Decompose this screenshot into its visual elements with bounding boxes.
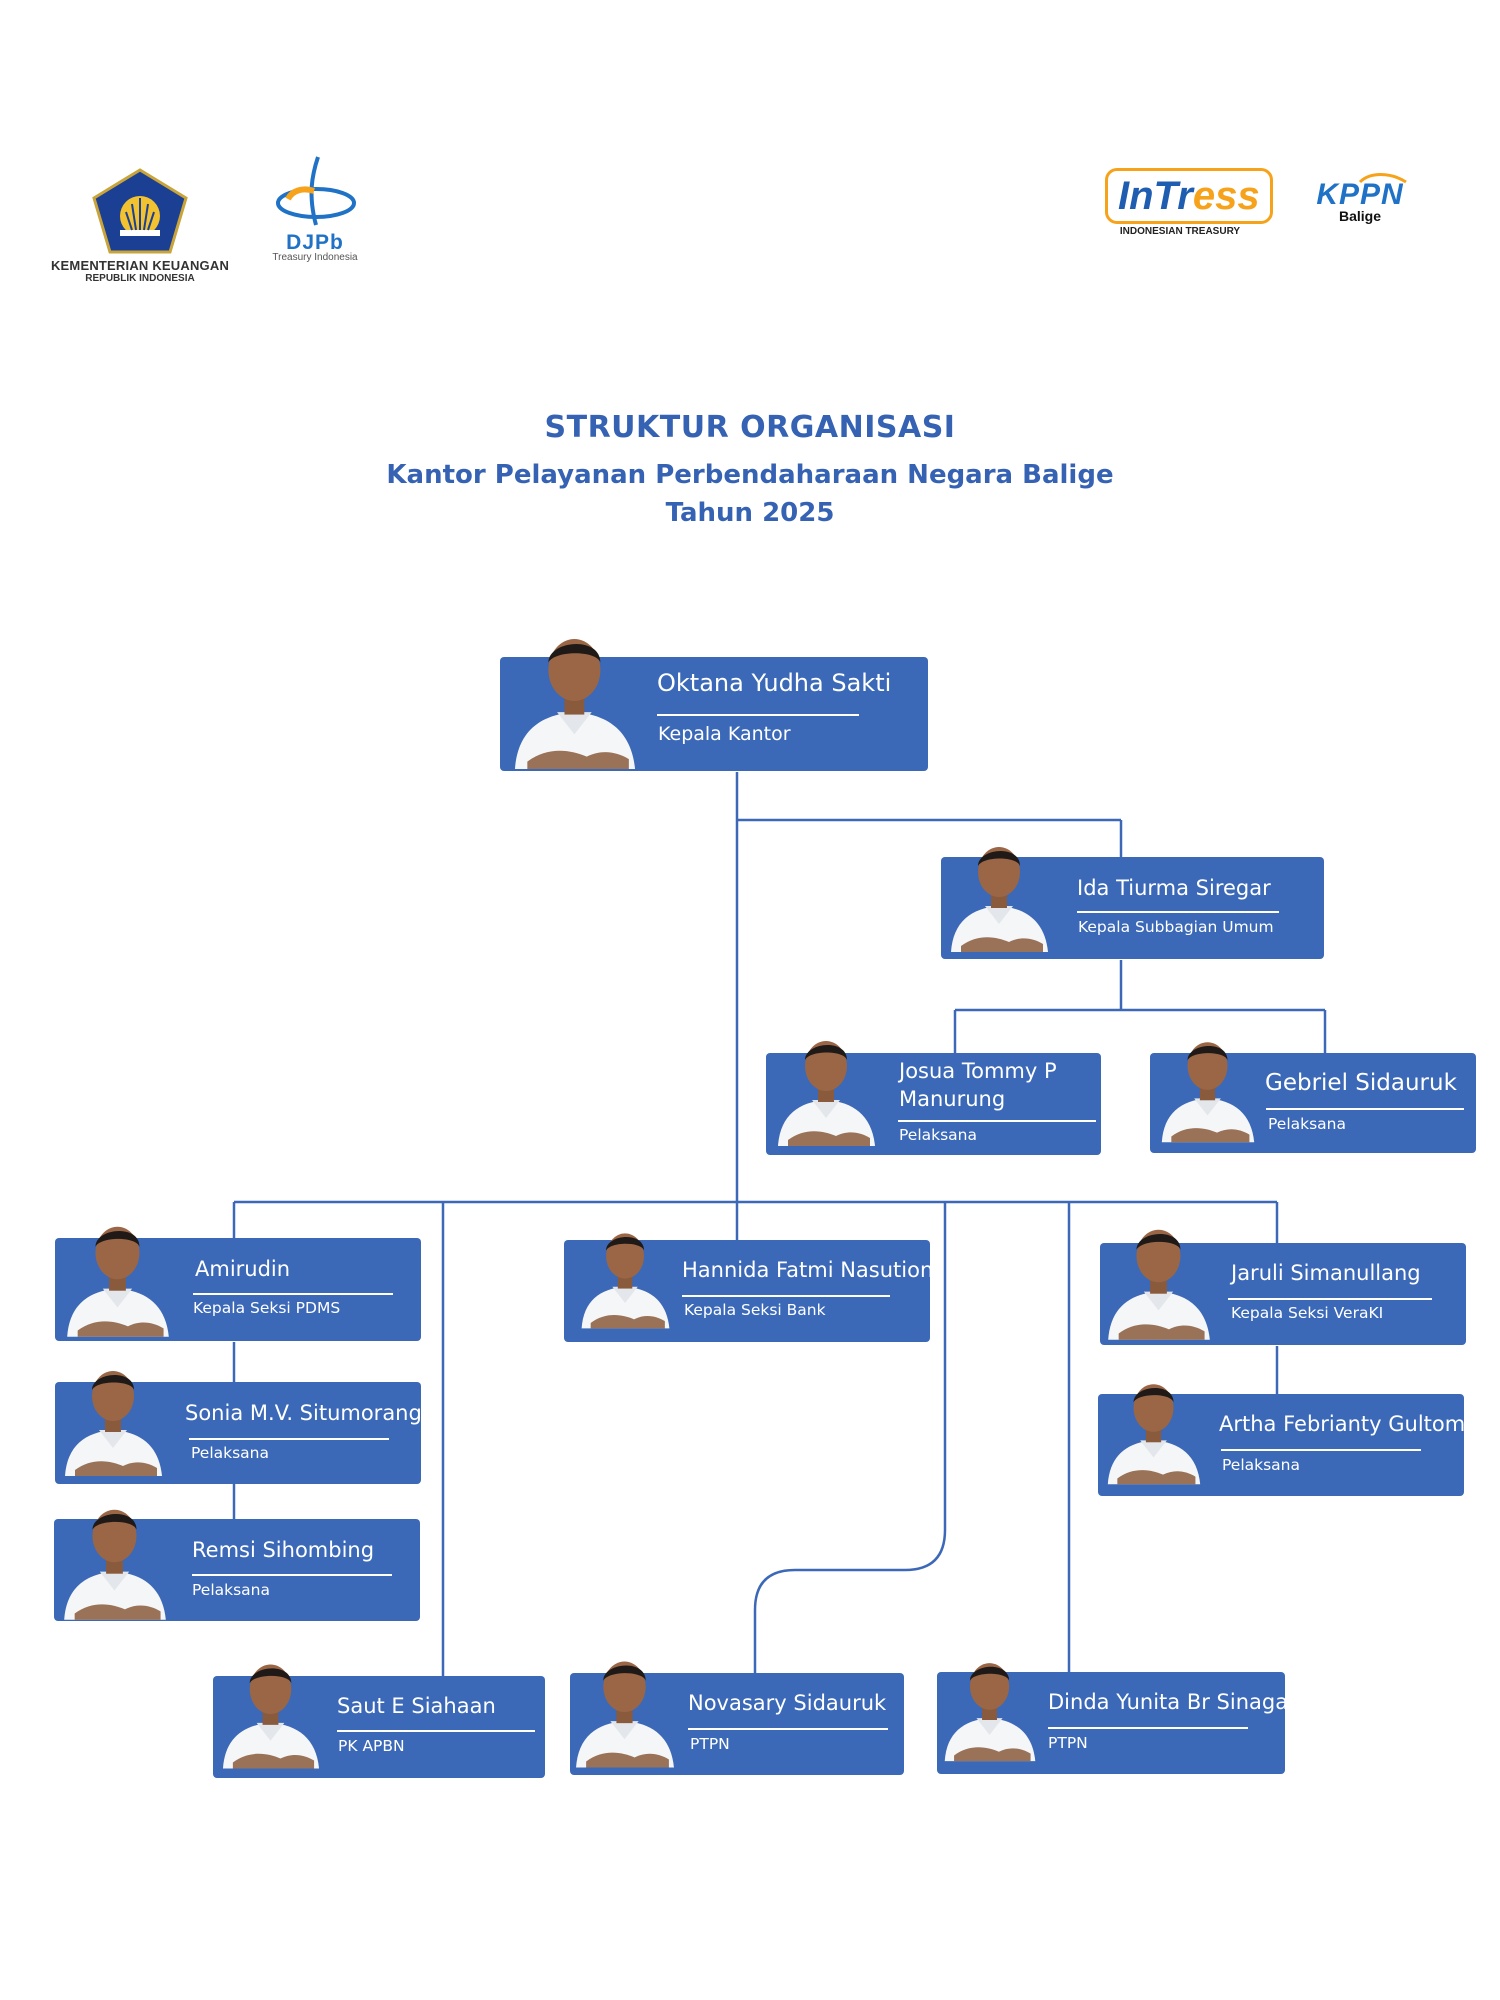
photo-novasary	[572, 1641, 678, 1775]
page-subtitle: Kantor Pelayanan Perbendaharaan Negara B…	[386, 460, 1114, 490]
photo-amirudin	[63, 1209, 173, 1341]
card-kepala-kantor: Oktana Yudha Sakti Kepala Kantor	[500, 657, 928, 771]
divider	[1077, 911, 1279, 913]
name-remsi: Remsi Sihombing	[192, 1538, 375, 1562]
divider	[1266, 1108, 1464, 1110]
intress-word-a: InTr	[1118, 174, 1193, 218]
photo-artha	[1104, 1360, 1204, 1496]
photo-gebriel	[1158, 1019, 1258, 1153]
card-jaruli: Jaruli Simanullang Kepala Seksi VeraKI	[1100, 1243, 1466, 1345]
name-kasubbag-umum: Ida Tiurma Siregar	[1077, 876, 1271, 900]
photo-kasubbag-umum	[947, 827, 1052, 959]
kemenkeu-subname: REPUBLIK INDONESIA	[85, 273, 195, 284]
photo-jaruli	[1104, 1211, 1214, 1345]
divider	[192, 1574, 392, 1576]
name-kepala-kantor: Oktana Yudha Sakti	[657, 669, 892, 697]
page-year: Tahun 2025	[665, 498, 835, 528]
divider	[898, 1120, 1096, 1122]
divider	[657, 714, 859, 716]
card-artha: Artha Febrianty Gultom Pelaksana	[1098, 1394, 1466, 1496]
card-saut: Saut E Siahaan PK APBN	[213, 1676, 545, 1778]
divider	[1221, 1449, 1421, 1451]
name-amirudin: Amirudin	[195, 1257, 291, 1281]
divider	[193, 1293, 393, 1295]
divider	[189, 1438, 389, 1440]
name-hannida: Hannida Fatmi Nasution	[682, 1258, 934, 1282]
role-kepala-kantor: Kepala Kantor	[658, 723, 791, 745]
intress-word-b: ess	[1192, 174, 1260, 218]
djpb-name: DJPb	[286, 231, 344, 254]
name-gebriel: Gebriel Sidauruk	[1265, 1070, 1457, 1096]
photo-josua	[774, 1019, 879, 1155]
kemenkeu-emblem-icon	[92, 168, 188, 254]
role-josua: Pelaksana	[899, 1126, 978, 1144]
role-amirudin: Kepala Seksi PDMS	[193, 1299, 341, 1317]
card-sonia: Sonia M.V. Situmorang Pelaksana	[55, 1382, 422, 1484]
role-kasubbag-umum: Kepala Subbagian Umum	[1078, 918, 1274, 936]
card-amirudin: Amirudin Kepala Seksi PDMS	[55, 1238, 421, 1341]
kppn-arc-icon	[1358, 173, 1407, 184]
photo-sonia	[61, 1350, 166, 1484]
kemenkeu-name: KEMENTERIAN KEUANGAN	[50, 258, 230, 273]
divider	[1048, 1727, 1248, 1729]
role-jaruli: Kepala Seksi VeraKI	[1231, 1304, 1384, 1322]
name-dinda: Dinda Yunita Br Sinaga	[1048, 1690, 1289, 1714]
kppn-name: KPPN	[1316, 178, 1404, 211]
divider	[688, 1728, 888, 1730]
photo-dinda	[941, 1638, 1039, 1774]
card-dinda: Dinda Yunita Br Sinaga PTPN	[937, 1672, 1289, 1774]
photo-hannida	[578, 1208, 673, 1342]
djpb-swoosh-icon	[276, 156, 356, 226]
divider	[337, 1730, 535, 1732]
kppn-city: Balige	[1338, 208, 1381, 224]
djpb-logo: DJPb Treasury Indonesia	[255, 155, 375, 263]
role-sonia: Pelaksana	[191, 1444, 270, 1462]
intress-logo: InTress INDONESIAN TREASURY	[1105, 168, 1273, 237]
card-josua: Josua Tommy P Manurung Pelaksana	[766, 1053, 1101, 1155]
photo-kepala-kantor	[510, 621, 640, 771]
role-dinda: PTPN	[1048, 1734, 1088, 1752]
connector-novasary-path	[753, 1202, 947, 1675]
name-josua-line1: Josua Tommy P	[899, 1059, 1057, 1083]
divider	[682, 1295, 890, 1297]
name-josua-line2: Manurung	[899, 1087, 1006, 1111]
kemenkeu-logo: KEMENTERIAN KEUANGAN REPUBLIK INDONESIA	[50, 168, 230, 284]
djpb-tagline: Treasury Indonesia	[272, 252, 358, 263]
card-remsi: Remsi Sihombing Pelaksana	[54, 1519, 420, 1621]
page-title: STRUKTUR ORGANISASI	[544, 410, 956, 445]
card-novasary: Novasary Sidauruk PTPN	[570, 1673, 904, 1775]
photo-remsi	[60, 1495, 170, 1621]
card-kasubbag-umum: Ida Tiurma Siregar Kepala Subbagian Umum	[941, 857, 1324, 959]
card-gebriel: Gebriel Sidauruk Pelaksana	[1150, 1053, 1476, 1153]
role-hannida: Kepala Seksi Bank	[684, 1301, 826, 1319]
divider	[1228, 1298, 1432, 1300]
role-gebriel: Pelaksana	[1268, 1115, 1347, 1133]
role-saut: PK APBN	[338, 1737, 405, 1755]
name-jaruli: Jaruli Simanullang	[1231, 1261, 1421, 1285]
intress-tagline: INDONESIAN TREASURY	[1119, 226, 1241, 237]
photo-saut	[219, 1642, 323, 1778]
role-novasary: PTPN	[690, 1735, 730, 1753]
name-novasary: Novasary Sidauruk	[688, 1691, 887, 1715]
card-hannida: Hannida Fatmi Nasution Kepala Seksi Bank	[564, 1240, 934, 1342]
name-sonia: Sonia M.V. Situmorang	[185, 1401, 422, 1425]
name-artha: Artha Febrianty Gultom	[1219, 1412, 1466, 1436]
role-artha: Pelaksana	[1222, 1456, 1301, 1474]
role-remsi: Pelaksana	[192, 1581, 271, 1599]
kppn-logo: KPPN Balige	[1285, 170, 1435, 224]
name-saut: Saut E Siahaan	[337, 1694, 496, 1718]
